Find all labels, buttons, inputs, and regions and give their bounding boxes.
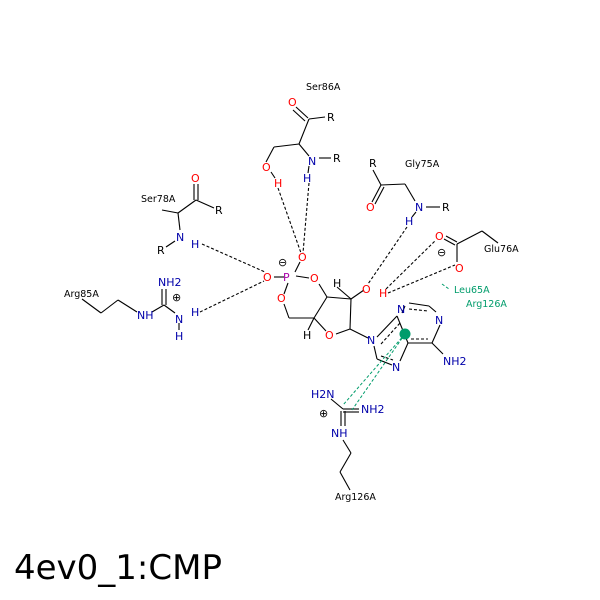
atom-n1: N	[435, 314, 443, 327]
charge-plus-arg126: ⊕	[319, 407, 328, 420]
charge-minus-phosphate: ⊖	[278, 256, 287, 269]
atom-h-gly75-n: H	[405, 215, 413, 228]
atom-nh2-arg126: NH2	[361, 403, 385, 416]
atom-o5prime: O	[277, 292, 286, 305]
atom-h-o2prime: H	[379, 287, 387, 300]
atom-r-ser78-a: R	[215, 204, 223, 217]
atom-n-ser78: N	[176, 231, 184, 244]
atom-h-c4: H	[303, 329, 311, 342]
atom-r-gly75-b: R	[442, 201, 450, 214]
residue-glu76: Glu76A O O ⊖	[435, 230, 519, 275]
atom-nh-arg85: NH	[137, 309, 154, 322]
atom-h-ser86-og: H	[274, 177, 282, 190]
atom-nh2-arg85: NH2	[158, 276, 182, 289]
atom-n9: N	[367, 334, 375, 347]
charge-minus-glu76: ⊖	[437, 246, 446, 259]
residue-gly75: Gly75A R O N R H	[366, 157, 450, 228]
atom-o-phosphate-left: O	[263, 271, 272, 284]
atom-n-arg85: N	[175, 313, 183, 326]
atom-nh2-adenine: NH2	[443, 355, 467, 368]
atom-r-ser86-a: R	[327, 111, 335, 124]
diagram-title: 4ev0_1:CMP	[14, 548, 222, 588]
atom-h-ser86-n: H	[303, 172, 311, 185]
contact-label-leu65: Leu65A	[454, 285, 490, 296]
atom-o-gly75: O	[366, 201, 375, 214]
residue-arg85: Arg85A NH2 ⊕ NH N H H	[64, 276, 199, 343]
atom-p: P	[283, 271, 290, 284]
residue-arg126: H2N NH2 ⊕ NH Arg126A	[311, 388, 385, 503]
atom-n-ser86: N	[308, 155, 316, 168]
atom-o4prime: O	[325, 329, 334, 342]
atom-o-ser78: O	[191, 172, 200, 185]
residue-label-ser78: Ser78A	[141, 194, 176, 205]
atom-n-gly75: N	[415, 201, 423, 214]
atom-r-ser86-b: R	[333, 152, 341, 165]
atom-r-gly75-a: R	[369, 157, 377, 170]
atom-o-ser86-carbonyl: O	[288, 96, 297, 109]
atom-h-arg85-b: H	[175, 330, 183, 343]
hydrogen-bonds	[199, 182, 456, 313]
contact-label-arg126: Arg126A	[466, 299, 507, 310]
atom-h-c3: H	[333, 277, 341, 290]
residue-label-arg126: Arg126A	[335, 492, 376, 503]
atom-nh-arg126: NH	[331, 427, 348, 440]
residue-ser86: Ser86A O R N R H O H	[262, 82, 341, 190]
residue-label-arg85: Arg85A	[64, 289, 99, 300]
atom-o-glu76-b: O	[455, 262, 464, 275]
ligand-cmp: P O ⊖ O O O H H O O H N N N N NH2	[263, 251, 467, 374]
atom-o-glu76-a: O	[435, 230, 444, 243]
residue-label-gly75: Gly75A	[405, 159, 440, 170]
atom-h2n-arg126: H2N	[311, 388, 335, 401]
atom-n7: N	[392, 361, 400, 374]
atom-n3: N	[397, 303, 405, 316]
pi-interactions: Leu65A Arg126A	[342, 283, 507, 411]
atom-o3prime: O	[310, 272, 319, 285]
residue-label-glu76: Glu76A	[484, 244, 519, 255]
atom-o2prime: O	[362, 283, 371, 296]
residue-ser78: Ser78A O R N H R	[141, 172, 223, 257]
atom-h-arg85-a: H	[191, 306, 199, 319]
atom-o-phosphate-top: O	[298, 251, 307, 264]
atom-h-ser78-n: H	[191, 238, 199, 251]
residue-label-ser86: Ser86A	[306, 82, 341, 93]
atom-r-ser78-b: R	[157, 244, 165, 257]
charge-plus-arg85: ⊕	[172, 291, 181, 304]
atom-o-ser86-og: O	[262, 161, 271, 174]
